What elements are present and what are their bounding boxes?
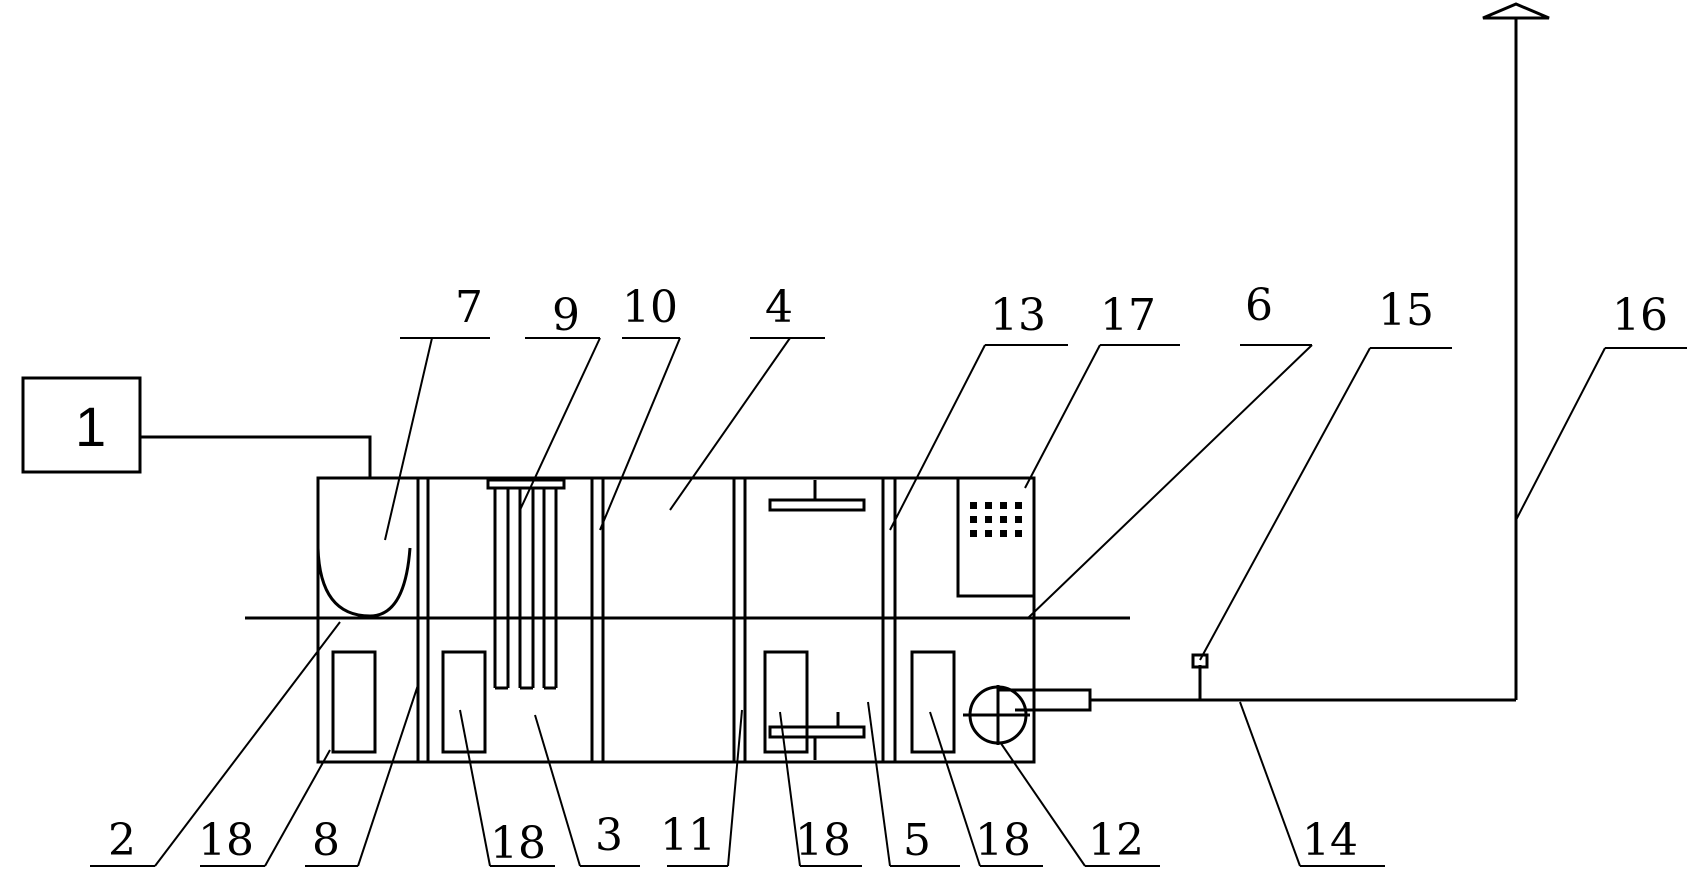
label-18-c: 18	[795, 815, 851, 866]
label-10: 10	[622, 282, 678, 333]
label-18-a: 18	[198, 815, 254, 866]
label-1: 1	[75, 395, 106, 458]
unit-18-b	[441, 650, 487, 754]
part-labels: 7 9 10 4 13 17 6 15 16 2 18 8 18 3 11 18…	[108, 280, 1668, 869]
label-5: 5	[903, 815, 931, 866]
label-9: 9	[552, 290, 580, 341]
leader-lines-bottom	[90, 621, 1385, 867]
label-7: 7	[455, 282, 483, 333]
label-3: 3	[595, 810, 623, 861]
unit-18-d	[910, 650, 956, 754]
label-16: 16	[1612, 290, 1668, 341]
pump-12	[963, 653, 1516, 745]
bottom-pipe-5	[768, 712, 866, 760]
valve-15	[1191, 653, 1209, 669]
component-1-box: 1	[21, 376, 372, 478]
rod-assembly-9	[486, 478, 566, 690]
label-8: 8	[312, 815, 340, 866]
label-14: 14	[1302, 815, 1358, 866]
vent-riser-16	[1482, 2, 1550, 700]
label-2: 2	[108, 815, 136, 866]
label-17: 17	[1100, 290, 1156, 341]
label-18-b: 18	[490, 818, 546, 869]
label-4: 4	[765, 282, 793, 333]
label-13: 13	[990, 290, 1046, 341]
label-15: 15	[1378, 285, 1434, 336]
leader-lines-top	[384, 337, 1687, 661]
label-6: 6	[1245, 280, 1273, 331]
hopper-7	[316, 547, 412, 618]
top-diffuser	[768, 480, 866, 512]
unit-18-a	[331, 650, 377, 754]
label-11: 11	[660, 810, 716, 861]
connection-line-1	[140, 435, 372, 478]
main-tank	[245, 476, 1130, 764]
media-box-17	[956, 476, 1036, 598]
label-12: 12	[1088, 815, 1144, 866]
label-18-d: 18	[975, 815, 1031, 866]
